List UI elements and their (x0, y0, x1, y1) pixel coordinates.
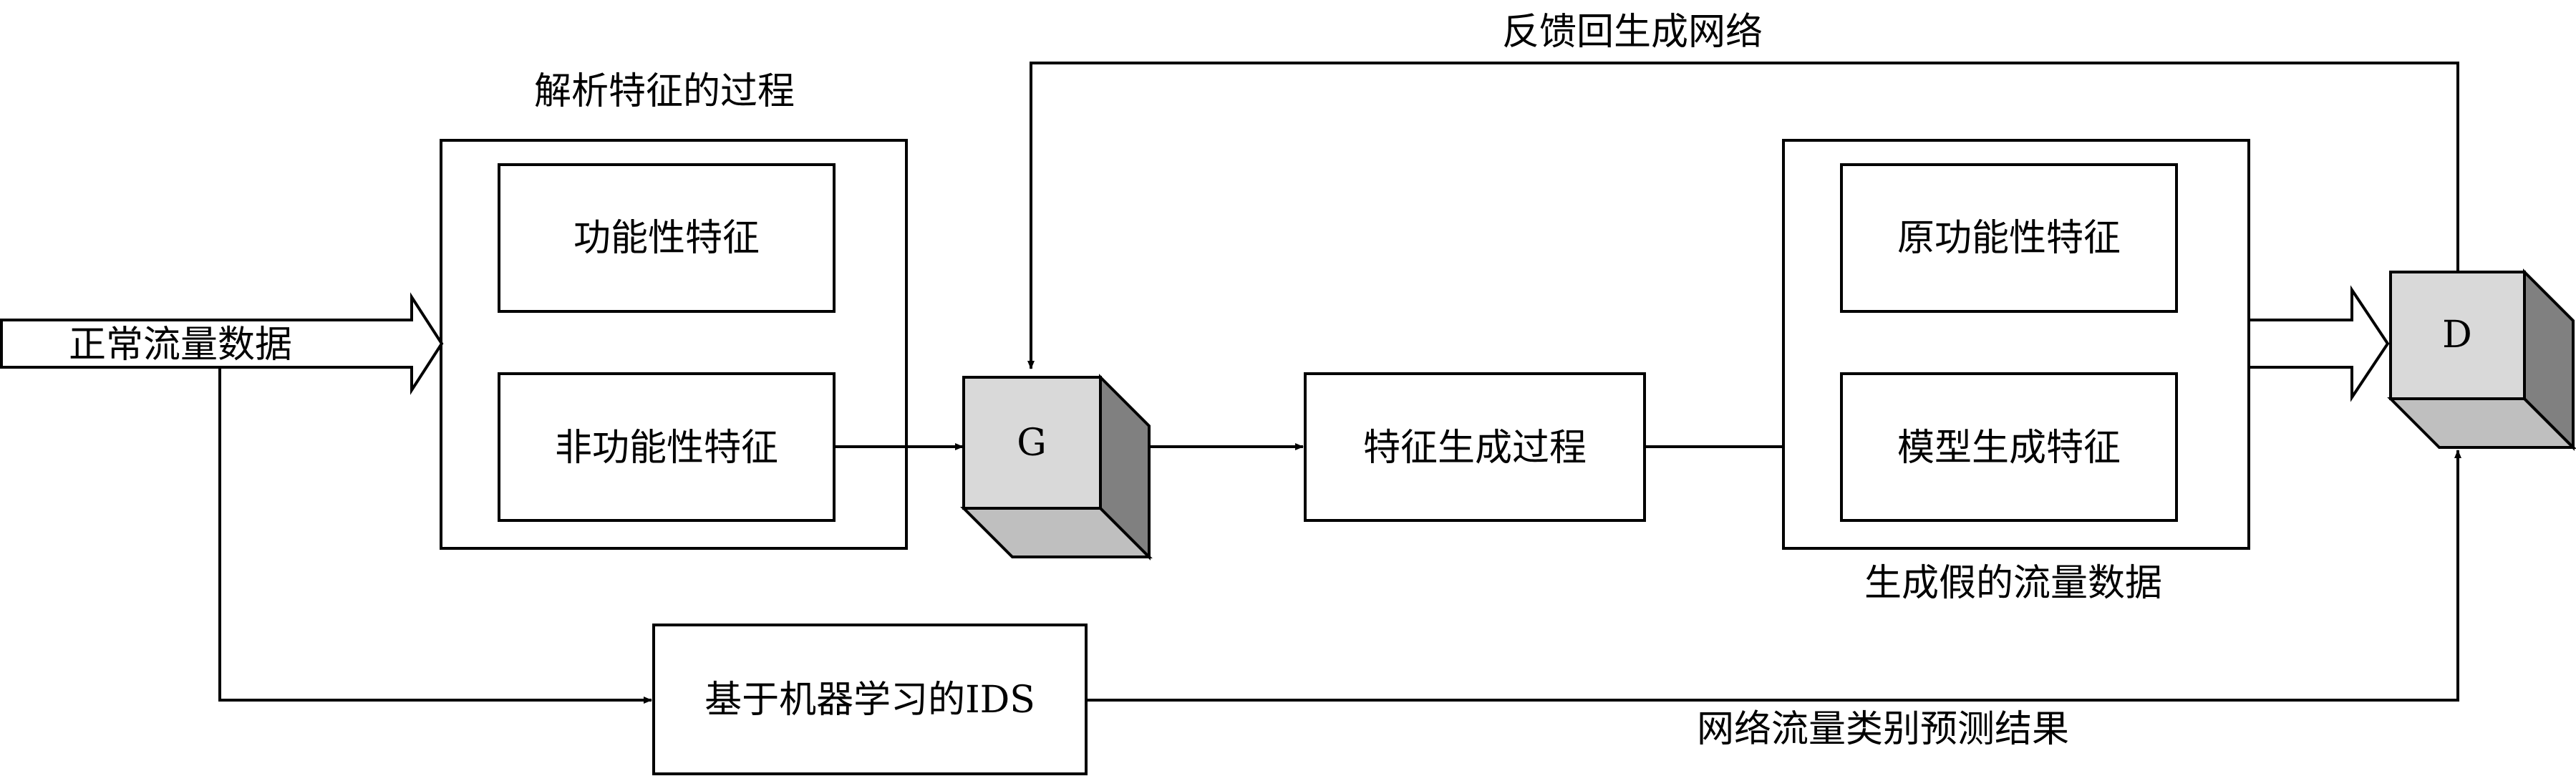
parse-process-label: 解析特征的过程 (534, 70, 795, 113)
ids-label: 基于机器学习的IDS (704, 679, 1035, 722)
model-features-box (1840, 372, 2178, 522)
generator-cube: G (960, 374, 1153, 561)
original-functional-label: 原功能性特征 (1897, 217, 2121, 260)
normal-data-label: 正常流量数据 (69, 324, 292, 367)
nonfunctional-feature-label: 非功能性特征 (555, 427, 778, 470)
normal-data-input-arrow (0, 292, 444, 395)
prediction-label: 网络流量类别预测结果 (1697, 708, 2069, 751)
discriminator-cube: D (2387, 268, 2576, 451)
model-features-label: 模型生成特征 (1897, 427, 2121, 470)
functional-feature-label: 功能性特征 (573, 217, 760, 260)
original-functional-box (1840, 163, 2178, 313)
discriminator-label: D (2442, 314, 2472, 357)
functional-feature-box (498, 163, 836, 313)
fake-data-label: 生成假的流量数据 (1864, 562, 2162, 605)
ids-to-d-arrow (1086, 450, 2461, 702)
nonfunctional-feature-box (498, 372, 836, 522)
feedback-label: 反馈回生成网络 (1502, 11, 1763, 54)
feature-gen-box (1304, 372, 1646, 522)
fake-data-to-d-arrow (2247, 285, 2390, 402)
normal-data-to-ids-arrow (218, 367, 652, 704)
generator-label: G (1017, 422, 1047, 465)
feedback-arrow (1027, 62, 2459, 369)
feature-gen-label: 特征生成过程 (1363, 427, 1587, 470)
ids-box (652, 624, 1088, 775)
